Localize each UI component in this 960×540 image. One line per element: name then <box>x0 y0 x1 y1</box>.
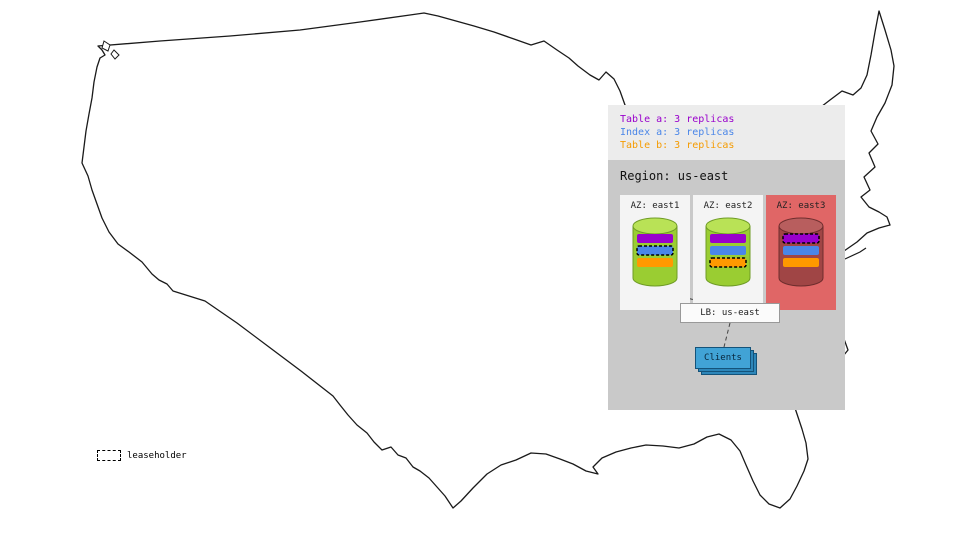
puget-island-2 <box>110 49 120 60</box>
puget-island-1 <box>101 40 111 52</box>
az-east1-label: AZ: east1 <box>630 201 680 211</box>
az-east2-label: AZ: east2 <box>703 201 753 211</box>
az-east3-label: AZ: east3 <box>776 201 826 211</box>
replica-bar-table-a <box>637 234 673 243</box>
replica-bar-index-a-leaseholder <box>636 245 674 256</box>
replica-bar-table-b <box>637 258 673 267</box>
region-title: Region: us-east <box>620 169 729 183</box>
az-east3-failed: AZ: east3 <box>766 195 836 310</box>
replica-legend: Table a: 3 replicas Index a: 3 replicas … <box>608 105 845 160</box>
db-node-east1 <box>632 217 678 287</box>
legend-item-table-b: Table b: 3 replicas <box>620 140 735 151</box>
replica-bar-index-a <box>710 246 746 255</box>
cylinder-top <box>778 217 824 235</box>
replica-bar-table-a-leaseholder <box>782 233 820 244</box>
replica-bar-index-a <box>783 246 819 255</box>
leaseholder-dashed-icon <box>97 450 121 461</box>
leaseholder-legend: leaseholder <box>97 450 187 461</box>
connector-lb-clients <box>723 322 731 348</box>
db-node-east3 <box>778 217 824 287</box>
legend-item-index-a: Index a: 3 replicas <box>620 127 735 138</box>
cylinder-top <box>705 217 751 235</box>
leaseholder-legend-label: leaseholder <box>127 450 187 461</box>
az-east2: AZ: east2 <box>693 195 763 310</box>
long-island <box>844 247 867 260</box>
az-east1: AZ: east1 <box>620 195 690 310</box>
replica-bar-table-b-leaseholder <box>709 257 747 268</box>
topology-panel: Table a: 3 replicas Index a: 3 replicas … <box>608 105 845 410</box>
load-balancer: LB: us-east <box>680 303 780 323</box>
replica-bar-table-b <box>783 258 819 267</box>
replica-bar-table-a <box>710 234 746 243</box>
db-node-east2 <box>705 217 751 287</box>
region-us-east: Region: us-east AZ: east1 <box>608 160 845 410</box>
clients-box: Clients <box>695 347 751 369</box>
cylinder-top <box>632 217 678 235</box>
legend-item-table-a: Table a: 3 replicas <box>620 114 735 125</box>
clients-stack: Clients <box>695 347 761 379</box>
